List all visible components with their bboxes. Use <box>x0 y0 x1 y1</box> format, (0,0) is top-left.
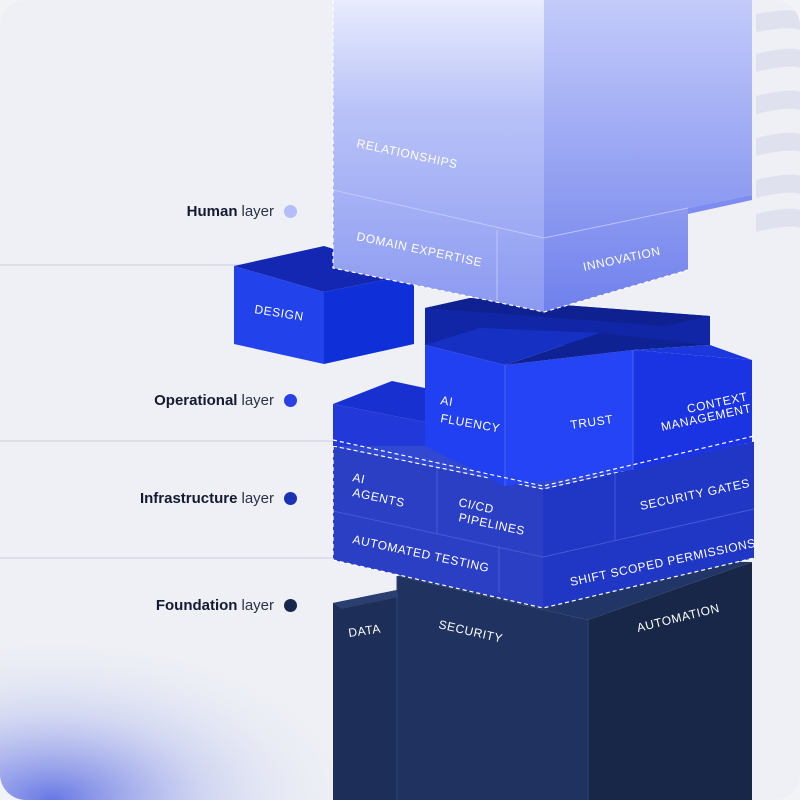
legend-dot-foundation <box>284 598 297 612</box>
block-label-ai-agents-line1: AI <box>351 470 366 486</box>
legend-name: Infrastructure <box>139 489 238 507</box>
legend-name: Foundation <box>155 596 238 614</box>
legend-dot-operational <box>284 393 297 407</box>
decorative-stripes <box>756 10 800 232</box>
block-label-data: DATA <box>347 622 381 640</box>
block-label-trust: TRUST <box>569 412 614 432</box>
block-label-ai-fluency-line1: AI <box>439 393 454 409</box>
legend-suffix: layer <box>241 202 274 220</box>
legend-operational-layer: Operational layer <box>154 390 297 410</box>
legend-foundation-layer: Foundation layer <box>156 595 297 615</box>
legend-infrastructure-layer: Infrastructure layer <box>140 488 297 508</box>
legend-human-layer: Human layer <box>187 201 297 221</box>
legend-name: Human <box>186 202 238 220</box>
legend-dot-infrastructure <box>284 491 297 505</box>
human-blocks: RELATIONSHIPS DOMAIN EXPERTISE INNOVATIO… <box>332 0 752 313</box>
operational-blocks: DESIGN AI FLUENCY TRUST CONTEXT MANAGEME… <box>234 246 755 487</box>
legend-suffix: layer <box>241 391 274 409</box>
legend-name: Operational <box>154 391 238 409</box>
legend-suffix: layer <box>241 596 274 614</box>
legend-dot-human <box>284 204 297 218</box>
legend-suffix: layer <box>241 489 274 507</box>
